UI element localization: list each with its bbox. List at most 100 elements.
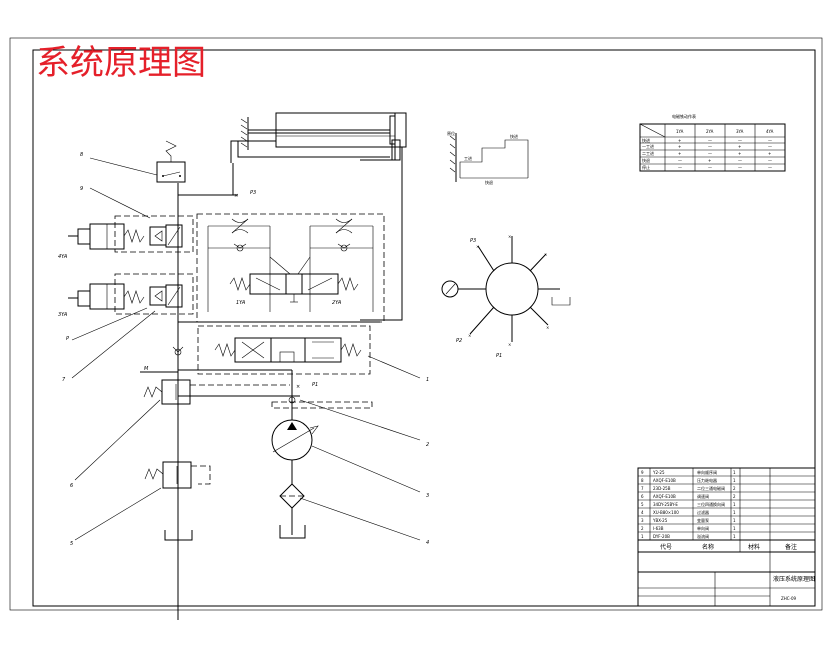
svg-text:快退: 快退 — [642, 157, 650, 163]
svg-text:+: + — [678, 138, 681, 143]
label-p: P — [66, 336, 69, 342]
svg-text:ZHC-09: ZHC-09 — [781, 596, 797, 601]
svg-text:+: + — [738, 144, 741, 149]
svg-text:液压系统原理图: 液压系统原理图 — [773, 575, 815, 583]
svg-text:7: 7 — [641, 486, 644, 491]
svg-text:停止: 停止 — [642, 164, 650, 170]
svg-text:+: + — [768, 151, 771, 156]
svg-text:二位三通电磁阀: 二位三通电磁阀 — [697, 485, 725, 491]
speed-control-block — [196, 213, 385, 323]
label-p3: P3 — [250, 190, 256, 196]
svg-text:5: 5 — [641, 502, 644, 507]
svg-text:—: — — [738, 165, 742, 170]
label-1ya: 1YA — [236, 300, 246, 306]
label-3: 3 — [426, 493, 429, 499]
svg-text:溢流阀: 溢流阀 — [697, 533, 709, 539]
svg-text:快退: 快退 — [485, 179, 493, 185]
outer-border — [9, 37, 823, 611]
svg-text:×: × — [544, 252, 547, 257]
svg-text:过滤器: 过滤器 — [697, 509, 709, 515]
svg-text:XU-B80×100: XU-B80×100 — [653, 510, 679, 515]
sequence-valve — [140, 371, 191, 405]
inner-border — [32, 49, 816, 607]
svg-text:二工进: 二工进 — [642, 150, 654, 156]
svg-text:单向顺序阀: 单向顺序阀 — [697, 469, 717, 475]
svg-text:调速阀: 调速阀 — [697, 493, 709, 499]
svg-text:Y2-25: Y2-25 — [652, 470, 665, 475]
hydraulic-cylinder — [240, 112, 407, 161]
svg-text:快进: 快进 — [642, 137, 650, 143]
svg-text:代号: 代号 — [660, 543, 672, 551]
svg-text:1: 1 — [733, 526, 736, 531]
svg-text:1: 1 — [733, 470, 736, 475]
label-p1-right: P1 — [496, 353, 502, 359]
svg-text:1: 1 — [641, 534, 644, 539]
svg-text:+: + — [708, 158, 711, 163]
svg-text:1: 1 — [733, 502, 736, 507]
x-mark-p1: × — [296, 384, 300, 390]
svg-text:2: 2 — [733, 494, 736, 499]
main-check-valve — [172, 346, 184, 356]
label-p1-left: P1 — [312, 382, 318, 388]
svg-text:—: — — [768, 138, 772, 143]
svg-text:工进: 工进 — [464, 155, 472, 161]
label-4: 4 — [426, 540, 429, 546]
svg-text:×: × — [546, 325, 549, 330]
svg-text:4: 4 — [641, 510, 644, 515]
svg-text:—: — — [738, 158, 742, 163]
svg-text:—: — — [768, 144, 772, 149]
svg-text:AXQF-E10B: AXQF-E10B — [653, 478, 676, 483]
svg-text:1: 1 — [733, 534, 736, 539]
svg-text:快进: 快进 — [510, 133, 518, 139]
svg-text:×: × — [508, 234, 511, 239]
svg-text:—: — — [708, 138, 712, 143]
svg-text:名称: 名称 — [702, 543, 714, 551]
x-mark-p3: × — [234, 193, 238, 199]
variable-pump — [271, 396, 373, 484]
svg-text:+: + — [738, 151, 741, 156]
svg-text:YBX-25: YBX-25 — [652, 518, 668, 523]
label-2: 2 — [426, 442, 429, 448]
svg-text:一工进: 一工进 — [642, 143, 654, 149]
parts-list: 9 Y2-25 单向顺序阀 1 8 AXQF-E10B 压力继电器 1 7 2 3… — [637, 467, 816, 607]
solenoid-action-table: 电磁铁动作表 1YA 2YA 3YA 4YA 快进 + — — — 一工进 + … — [639, 113, 786, 172]
working-cycle-diagram: 原位 工进 快进 快退 — [447, 130, 529, 185]
svg-text:3: 3 — [641, 518, 644, 523]
svg-text:备注: 备注 — [785, 543, 797, 551]
svg-text:1: 1 — [733, 510, 736, 515]
svg-text:1: 1 — [733, 518, 736, 523]
svg-text:AXQF-E10B: AXQF-E10B — [653, 494, 676, 499]
svg-text:—: — — [678, 158, 682, 163]
svg-text:×: × — [476, 244, 479, 249]
svg-text:变量泵: 变量泵 — [697, 517, 709, 523]
svg-text:+: + — [678, 144, 681, 149]
svg-text:1: 1 — [733, 478, 736, 483]
svg-text:2: 2 — [733, 486, 736, 491]
svg-text:三位四通换向阀: 三位四通换向阀 — [697, 501, 725, 507]
svg-text:4YA: 4YA — [766, 129, 774, 134]
svg-text:1YA: 1YA — [676, 129, 684, 134]
label-p2-right: P2 — [456, 338, 462, 344]
label-2ya: 2YA — [332, 300, 342, 306]
svg-text:—: — — [708, 151, 712, 156]
svg-text:2: 2 — [641, 526, 644, 531]
svg-text:8: 8 — [641, 478, 644, 483]
filter — [279, 483, 306, 539]
svg-text:—: — — [738, 138, 742, 143]
label-3ya: 3YA — [58, 312, 68, 318]
svg-text:9: 9 — [641, 470, 644, 475]
relief-valve — [144, 461, 211, 489]
label-8: 8 — [80, 152, 83, 158]
svg-text:压力继电器: 压力继电器 — [697, 477, 717, 483]
valve-interconnect — [178, 321, 380, 396]
solenoid-valve-4ya — [68, 215, 194, 253]
svg-text:材料: 材料 — [748, 543, 760, 551]
three-position-valve — [197, 325, 371, 375]
label-m: M — [144, 366, 149, 372]
svg-text:—: — — [708, 144, 712, 149]
label-p3-right: P3 — [470, 238, 476, 244]
svg-text:2YA: 2YA — [706, 129, 714, 134]
svg-text:—: — — [768, 158, 772, 163]
svg-text:+: + — [678, 151, 681, 156]
